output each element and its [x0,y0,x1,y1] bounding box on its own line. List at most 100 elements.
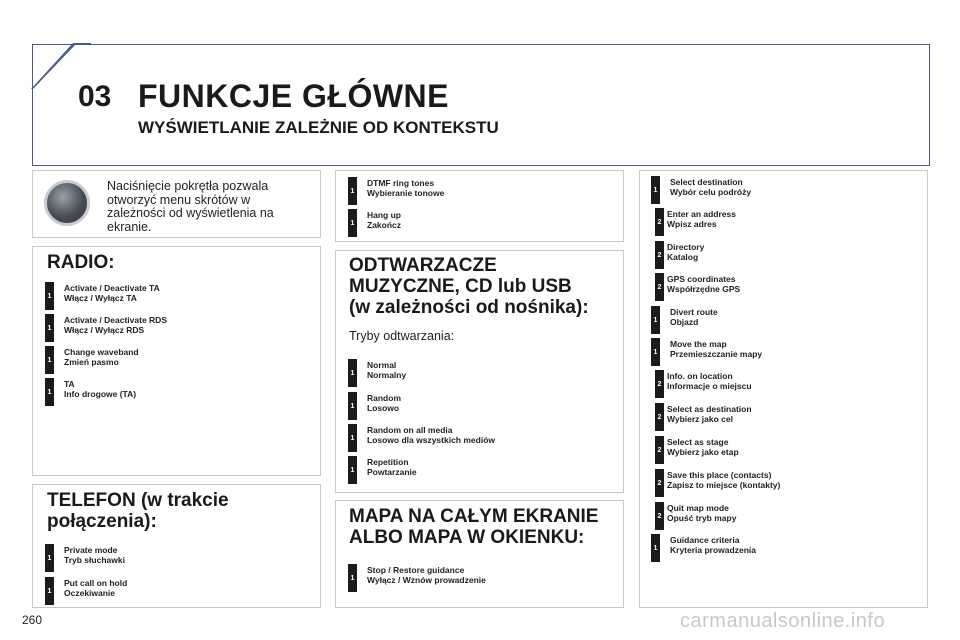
item-label-pl: Włącz / Wyłącz TA [64,293,137,303]
item-label-pl: Przemieszczanie mapy [670,349,763,359]
item-label-en: Repetition [367,457,409,467]
media-title-line1: ODTWARZACZE [349,255,497,276]
level-badge: 2 [655,273,664,301]
rotary-knob-icon [44,180,90,226]
item-label-en: Move the map [670,339,727,349]
item-label-pl: Objazd [670,317,699,327]
chapter-subtitle: WYŚWIETLANIE ZALEŻNIE OD KONTEKSTU [138,118,499,137]
item-label-en: Info. on location [667,371,733,381]
item-label-pl: Wybierz jako etap [667,447,739,457]
level-badge: 1 [45,577,54,605]
level-badge: 1 [348,209,357,237]
watermark: carmanualsonline.info [680,610,886,632]
item-label-pl: Powtarzanie [367,467,417,477]
map-title-line1: MAPA NA CAŁYM EKRANIE [349,506,599,527]
telefon-title-line1: TELEFON (w trakcie [47,490,229,511]
item-label-pl: Zakończ [367,220,402,230]
item-label-pl: Zapisz to miejsce (kontakty) [667,480,781,490]
item-label-en: GPS coordinates [667,274,736,284]
item-label-en: Hang up [367,210,401,220]
level-badge: 1 [348,424,357,452]
item-label-pl: Wybór celu podróży [670,187,752,197]
level-badge: 2 [655,403,664,431]
level-badge: 1 [651,176,660,204]
map-title-line2: ALBO MAPA W OKIENKU: [349,527,585,548]
level-badge: 1 [651,306,660,334]
item-label-pl: Zmień pasmo [64,357,119,367]
navigation-panel [639,170,928,608]
level-badge: 1 [348,456,357,484]
item-label-en: Normal [367,360,397,370]
level-badge: 2 [655,436,664,464]
item-label-en: Save this place (contacts) [667,470,772,480]
level-badge: 1 [45,544,54,572]
dtmf-panel [335,170,624,242]
item-label-en: Directory [667,242,705,252]
item-label-en: Quit map mode [667,503,729,513]
playback-modes-label: Tryby odtwarzania: [349,329,455,343]
level-badge: 2 [655,469,664,497]
level-badge: 1 [348,392,357,420]
item-label-en: Private mode [64,545,118,555]
level-badge: 1 [651,534,660,562]
chapter-header [31,43,930,166]
level-badge: 2 [655,502,664,530]
level-badge: 2 [655,241,664,269]
level-badge: 1 [45,282,54,310]
item-label-en: Activate / Deactivate RDS [64,315,167,325]
item-label-en: Guidance criteria [670,535,740,545]
item-label-en: Stop / Restore guidance [367,565,465,575]
item-label-en: Select as stage [667,437,729,447]
telefon-title-line2: połączenia): [47,511,157,532]
item-label-en: Select destination [670,177,743,187]
level-badge: 2 [655,370,664,398]
header-corner-icon [31,43,91,89]
level-badge: 1 [348,177,357,205]
item-label-pl: Losowo dla wszystkich mediów [367,435,495,445]
item-label-pl: Losowo [367,403,400,413]
item-label-pl: Wyłącz / Wznów prowadzenie [367,575,486,585]
level-badge: 1 [651,338,660,366]
radio-panel [32,246,321,476]
item-label-en: Activate / Deactivate TA [64,283,160,293]
item-label-pl: Info drogowe (TA) [64,389,137,399]
item-label-pl: Włącz / Wyłącz RDS [64,325,145,335]
level-badge: 1 [45,378,54,406]
item-label-pl: Tryb słuchawki [64,555,125,565]
chapter-title: FUNKCJE GŁÓWNE [138,78,449,114]
item-label-pl: Normalny [367,370,407,380]
level-badge: 1 [45,346,54,374]
telefon-title: TELEFON (w trakcie połączenia): [47,490,229,532]
level-badge: 1 [45,314,54,342]
item-label-pl: Informacje o miejscu [667,381,752,391]
telefon-panel [32,484,321,608]
item-label-en: Divert route [670,307,718,317]
level-badge: 1 [348,359,357,387]
chapter-number: 03 [78,80,112,113]
item-label-pl: Opuść tryb mapy [667,513,737,523]
media-panel [335,250,624,493]
item-label-pl: Katalog [667,252,699,262]
knob-note: Naciśnięcie pokrętła pozwala otworzyć me… [107,179,274,234]
